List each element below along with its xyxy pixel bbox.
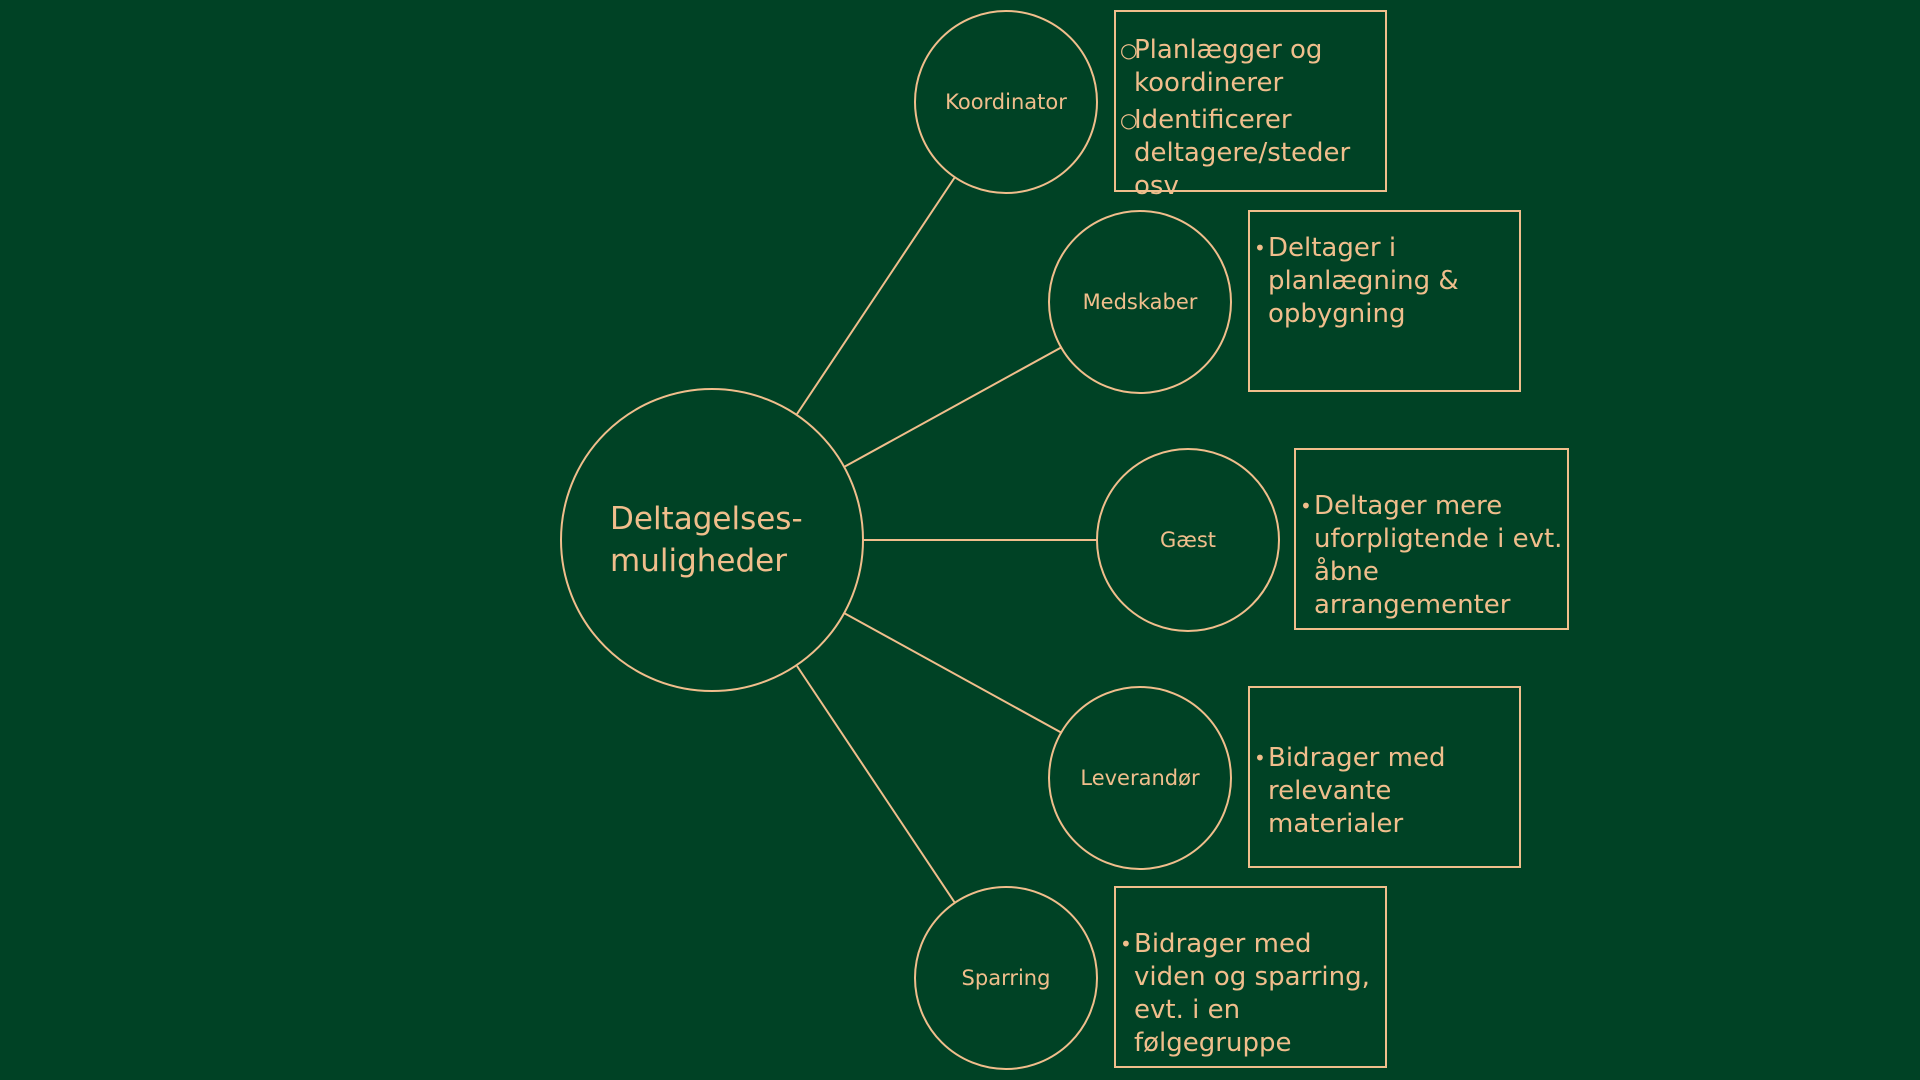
role-node-leverandoer: Leverandør — [1048, 686, 1232, 870]
role-label: Leverandør — [1080, 766, 1200, 790]
list-item: •Bidrager med viden og sparring, evt. i … — [1120, 929, 1370, 1058]
bullet-dot-icon: • — [1254, 746, 1266, 770]
connector-medskaber — [843, 346, 1063, 468]
list-item: ○Planlægger og koordinerer — [1120, 35, 1323, 98]
center-label-line2: muligheder — [610, 543, 787, 579]
role-node-medskaber: Medskaber — [1048, 210, 1232, 394]
role-node-sparring: Sparring — [914, 886, 1098, 1070]
bullet-dot-icon: • — [1120, 932, 1132, 956]
role-description-leverandoer: •Bidrager med relevante materialer — [1248, 686, 1521, 868]
list-item: ○Identificerer deltagere/steder osv — [1120, 105, 1351, 201]
list-item: •Deltager i planlægning & opbygning — [1254, 233, 1459, 329]
hollow-circle-icon: ○ — [1120, 38, 1138, 62]
hollow-circle-icon: ○ — [1120, 108, 1138, 132]
role-node-gaest: Gæst — [1096, 448, 1280, 632]
role-node-koordinator: Koordinator — [914, 10, 1098, 194]
connector-koordinator — [796, 176, 956, 415]
role-label: Medskaber — [1082, 290, 1198, 314]
connector-sparring — [796, 665, 956, 904]
role-description-gaest: •Deltager mere uforpligtende i evt. åbne… — [1294, 448, 1569, 630]
role-label: Gæst — [1159, 528, 1217, 552]
role-label: Koordinator — [945, 90, 1067, 114]
center-label-line1: Deltagelses- — [610, 501, 803, 537]
connector-leverandoer — [843, 612, 1063, 734]
role-description-koordinator: ○Planlægger og koordinerer ○Identificere… — [1114, 10, 1387, 201]
role-description-medskaber: •Deltager i planlægning & opbygning — [1248, 210, 1521, 392]
bullet-dot-icon: • — [1300, 494, 1312, 518]
list-item: •Deltager mere uforpligtende i evt. åbne… — [1300, 491, 1563, 620]
role-label: Sparring — [961, 966, 1051, 990]
center-node: Deltagelses- muligheder — [560, 388, 864, 692]
center-label: Deltagelses- muligheder — [562, 498, 803, 582]
list-item: •Bidrager med relevante materialer — [1254, 743, 1446, 839]
role-description-sparring: •Bidrager med viden og sparring, evt. i … — [1114, 886, 1387, 1068]
bullet-dot-icon: • — [1254, 236, 1266, 260]
